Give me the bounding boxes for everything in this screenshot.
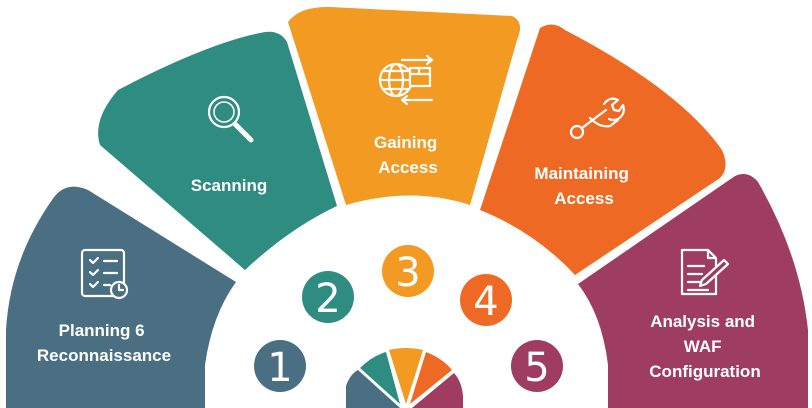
mini-wedge-4 — [410, 352, 452, 404]
step-circle-1: 1 — [254, 340, 306, 392]
step-5-label-line-1: Analysis and — [650, 312, 755, 331]
center-mini-fan — [346, 348, 463, 408]
step-circle-3: 3 — [382, 245, 434, 297]
step-number-4: 4 — [473, 279, 498, 325]
step-5-label-line-2: WAF — [684, 337, 722, 356]
step-number-5: 5 — [524, 345, 549, 391]
segment-3 — [288, 6, 521, 205]
step-circle-2-bg — [302, 271, 354, 323]
mini-wedge-2 — [360, 352, 400, 404]
step-5-label: Analysis and WAF Configuration — [649, 312, 760, 381]
step-circle-1-bg — [254, 340, 306, 392]
step-1-label-line-1: Planning 6 — [59, 321, 145, 340]
step-3-label-line-2: Access — [378, 158, 438, 177]
step-number-circles: 1 2 3 4 5 — [254, 245, 563, 392]
mini-wedge-1 — [346, 370, 400, 408]
step-5-label-line-3: Configuration — [649, 362, 760, 381]
step-circle-4-bg — [460, 274, 512, 326]
hand-wrench-icon — [569, 97, 625, 140]
step-3-label: Gaining Access — [374, 133, 442, 177]
step-1-label: Planning 6 Reconnaissance — [37, 321, 171, 365]
segment-2 — [98, 31, 337, 271]
step-number-2: 2 — [315, 276, 340, 322]
step-3-label-line-1: Gaining — [374, 133, 437, 152]
step-4-label-line-2: Access — [554, 189, 614, 208]
document-pen-icon — [680, 248, 730, 296]
step-labels: Planning 6 Reconnaissance Scanning Gaini… — [37, 133, 761, 381]
step-circle-3-bg — [382, 245, 434, 297]
globe-package-transfer-icon — [378, 54, 434, 106]
step-number-3: 3 — [395, 250, 420, 296]
step-4-label-line-1: Maintaining — [534, 164, 628, 183]
step-circle-5-bg — [511, 340, 563, 392]
step-number-1: 1 — [267, 345, 292, 391]
mini-wedge-5 — [412, 373, 463, 408]
magnifier-icon — [207, 95, 254, 143]
outer-segments — [6, 6, 808, 408]
step-2-label-line-1: Scanning — [191, 176, 268, 195]
step-circle-4: 4 — [460, 274, 512, 326]
step-2-label: Scanning — [191, 176, 268, 195]
step-4-label: Maintaining Access — [534, 164, 633, 208]
step-circle-5: 5 — [511, 340, 563, 392]
step-circle-2: 2 — [302, 271, 354, 323]
step-1-label-line-2: Reconnaissance — [37, 346, 171, 365]
mini-wedge-3 — [389, 348, 423, 404]
checklist-clock-icon — [80, 248, 129, 300]
segment-4 — [480, 24, 726, 276]
